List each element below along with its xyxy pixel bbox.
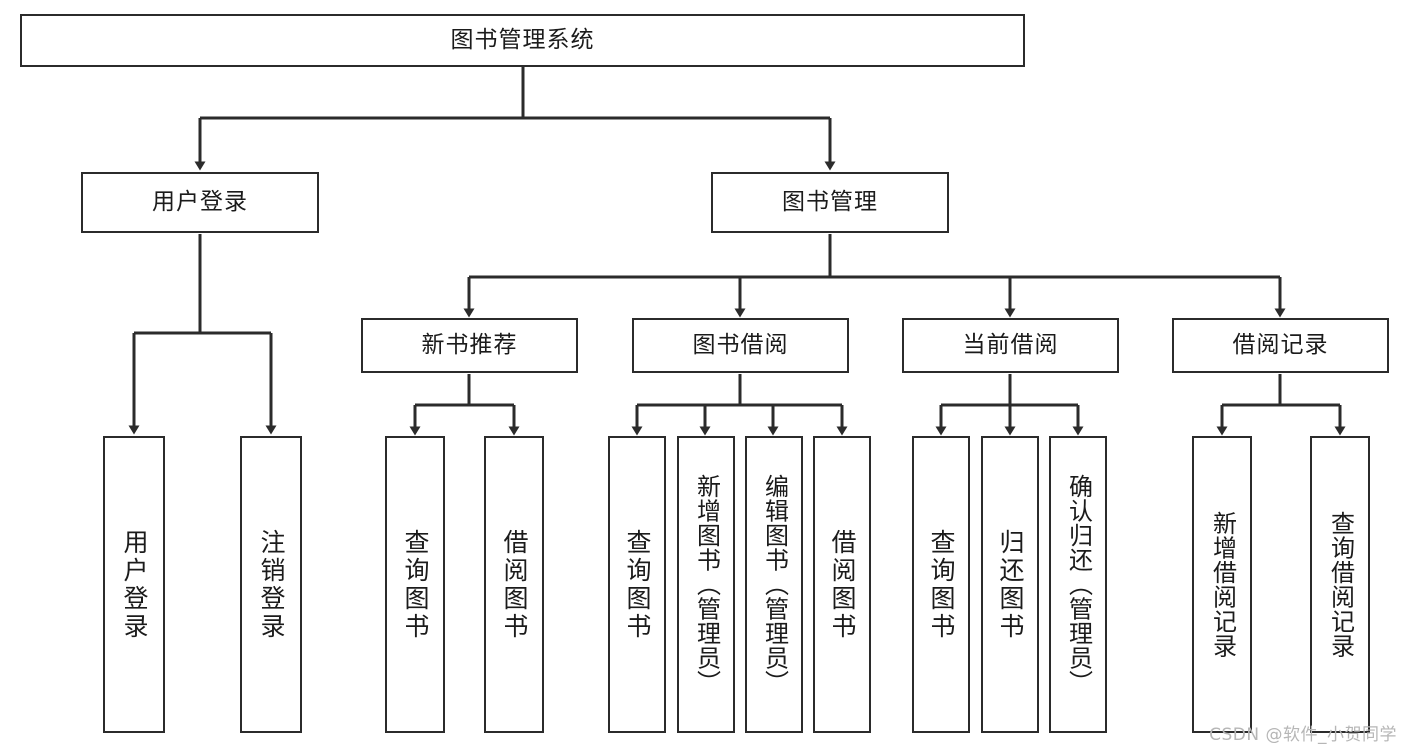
node-root[interactable]: 图书管理系统 (20, 14, 1025, 67)
node-leaf-borrow-book-1-label: 借阅图书 (500, 528, 529, 641)
node-leaf-user-login[interactable]: 用户登录 (103, 436, 165, 733)
node-leaf-add-record-label: 新增借阅记录 (1208, 511, 1237, 658)
node-leaf-logout[interactable]: 注销登录 (240, 436, 302, 733)
node-user-login-label: 用户登录 (152, 188, 248, 215)
node-leaf-return-book[interactable]: 归还图书 (981, 436, 1039, 733)
node-leaf-borrow-book-2-label: 借阅图书 (828, 528, 857, 641)
node-leaf-edit-book[interactable]: 编辑图书（管理员） (745, 436, 803, 733)
node-book-manage[interactable]: 图书管理 (711, 172, 949, 233)
node-leaf-borrow-book-1[interactable]: 借阅图书 (484, 436, 544, 733)
node-new-book-recommend-label: 新书推荐 (421, 331, 518, 358)
node-borrow-record[interactable]: 借阅记录 (1172, 318, 1389, 373)
node-leaf-query-book-3-label: 查询图书 (927, 528, 956, 641)
node-new-book-recommend[interactable]: 新书推荐 (361, 318, 578, 373)
node-leaf-query-book-1-label: 查询图书 (401, 528, 430, 641)
node-leaf-add-book[interactable]: 新增图书（管理员） (677, 436, 735, 733)
node-leaf-logout-label: 注销登录 (257, 528, 286, 641)
node-leaf-query-book-1[interactable]: 查询图书 (385, 436, 445, 733)
node-leaf-query-book-3[interactable]: 查询图书 (912, 436, 970, 733)
node-leaf-borrow-book-2[interactable]: 借阅图书 (813, 436, 871, 733)
node-leaf-query-record[interactable]: 查询借阅记录 (1310, 436, 1370, 733)
node-leaf-user-login-label: 用户登录 (120, 528, 149, 641)
node-leaf-edit-book-label: 编辑图书（管理员） (760, 474, 789, 695)
node-leaf-query-book-2[interactable]: 查询图书 (608, 436, 666, 733)
node-book-borrow[interactable]: 图书借阅 (632, 318, 849, 373)
node-leaf-return-book-label: 归还图书 (996, 528, 1025, 641)
node-leaf-add-record[interactable]: 新增借阅记录 (1192, 436, 1252, 733)
node-current-borrow-label: 当前借阅 (962, 331, 1059, 358)
node-book-manage-label: 图书管理 (782, 188, 878, 215)
node-current-borrow[interactable]: 当前借阅 (902, 318, 1119, 373)
csdn-watermark: CSDN @软件_小贺同学 (1209, 725, 1397, 745)
node-leaf-add-book-label: 新增图书（管理员） (692, 474, 721, 695)
node-leaf-query-book-2-label: 查询图书 (623, 528, 652, 641)
node-leaf-query-record-label: 查询借阅记录 (1326, 511, 1355, 658)
node-root-label: 图书管理系统 (450, 26, 595, 53)
node-leaf-confirm-return-label: 确认归还（管理员） (1064, 474, 1093, 695)
node-user-login[interactable]: 用户登录 (81, 172, 319, 233)
node-borrow-record-label: 借阅记录 (1232, 331, 1329, 358)
node-leaf-confirm-return[interactable]: 确认归还（管理员） (1049, 436, 1107, 733)
node-book-borrow-label: 图书借阅 (692, 331, 789, 358)
